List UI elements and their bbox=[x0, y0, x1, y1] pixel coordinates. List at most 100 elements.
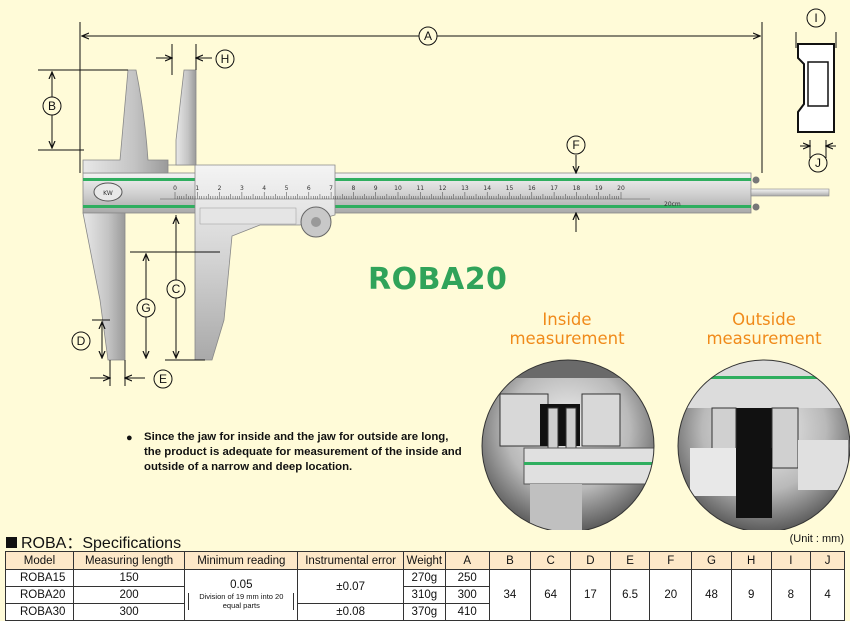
cell-i: 8 bbox=[770, 569, 812, 621]
cell-f: 20 bbox=[649, 569, 693, 621]
cell-a: 250 bbox=[444, 569, 490, 587]
scale-number: 16 bbox=[528, 185, 536, 192]
dim-label-a: A bbox=[424, 29, 432, 43]
col-header-weight: Weight bbox=[402, 551, 446, 570]
scale-number: 6 bbox=[307, 185, 311, 192]
scale-number: 14 bbox=[483, 185, 491, 192]
cell-j: 4 bbox=[810, 569, 845, 621]
col-header-min-reading: Minimum reading bbox=[184, 551, 299, 570]
cell-d: 17 bbox=[569, 569, 611, 621]
col-header-g: G bbox=[691, 551, 732, 570]
col-header-e: E bbox=[609, 551, 651, 570]
col-header-f: F bbox=[649, 551, 693, 570]
dim-label-g: G bbox=[141, 301, 150, 315]
inside-measurement-photo bbox=[481, 359, 655, 530]
spec-heading-text: ROBA：Specifications bbox=[21, 535, 182, 552]
col-header-d: D bbox=[569, 551, 611, 570]
dim-label-circle bbox=[566, 135, 586, 155]
cell-min-reading: 0.05 Division of 19 mm into 20 equal par… bbox=[184, 569, 299, 621]
scale-number: 0 bbox=[173, 185, 177, 192]
svg-text:KW: KW bbox=[103, 190, 113, 197]
col-header-error: Instrumental error bbox=[297, 551, 404, 570]
cell-weight: 370g bbox=[402, 603, 446, 621]
unit-note: (Unit : mm) bbox=[789, 533, 844, 545]
dim-label-circle bbox=[42, 96, 62, 116]
col-header-i: I bbox=[770, 551, 812, 570]
spec-table: Model Measuring length Minimum reading I… bbox=[5, 551, 845, 621]
scale-number: 15 bbox=[506, 185, 514, 192]
beam-cross-section bbox=[797, 43, 835, 133]
scale-number: 11 bbox=[416, 185, 424, 192]
dim-label-b: B bbox=[48, 99, 56, 113]
dim-label-circle bbox=[71, 331, 91, 351]
dim-label-f: F bbox=[572, 138, 579, 152]
dim-label-circle bbox=[153, 369, 173, 389]
dim-label-e: E bbox=[159, 372, 167, 386]
bullet-icon: ● bbox=[126, 432, 133, 444]
cell-model: ROBA20 bbox=[5, 586, 74, 604]
scale-number: 9 bbox=[374, 185, 378, 192]
table-header-row: Model Measuring length Minimum reading I… bbox=[5, 551, 845, 570]
square-bullet-icon bbox=[6, 537, 17, 548]
scale-number: 7 bbox=[329, 185, 333, 192]
col-header-model: Model bbox=[5, 551, 74, 570]
cell-length: 150 bbox=[72, 569, 186, 587]
scale-number: 8 bbox=[351, 185, 355, 192]
cell-b: 34 bbox=[488, 569, 532, 621]
cell-error: ±0.07 bbox=[297, 569, 404, 604]
feature-note: ● Since the jaw for inside and the jaw f… bbox=[126, 430, 466, 475]
table-row: ROBA30 300 ±0.08 370g 410 bbox=[5, 603, 845, 621]
cell-weight: 310g bbox=[402, 586, 446, 604]
dim-label-c: C bbox=[172, 282, 181, 296]
outside-measurement-label: Outside measurement bbox=[706, 310, 822, 348]
scale-number: 13 bbox=[461, 185, 469, 192]
cell-model: ROBA30 bbox=[5, 603, 74, 621]
inside-measurement-label: Inside measurement bbox=[509, 310, 625, 348]
spec-heading: ROBA：Specifications bbox=[6, 529, 181, 553]
cell-c: 64 bbox=[530, 569, 571, 621]
cell-a: 300 bbox=[444, 586, 490, 604]
dim-label-h: H bbox=[221, 52, 230, 66]
dim-label-circle bbox=[215, 49, 235, 69]
min-reading-value: 0.05 bbox=[230, 579, 253, 592]
scale-number: 17 bbox=[550, 185, 558, 192]
col-header-j: J bbox=[810, 551, 845, 570]
dim-label-d: D bbox=[77, 334, 86, 348]
dim-label-circle bbox=[808, 153, 828, 173]
cell-a: 410 bbox=[444, 603, 490, 621]
cell-g: 48 bbox=[691, 569, 732, 621]
dim-label-circle bbox=[136, 298, 156, 318]
cell-weight: 270g bbox=[402, 569, 446, 587]
cell-h: 9 bbox=[730, 569, 772, 621]
col-header-h: H bbox=[730, 551, 772, 570]
scale-number: 1 bbox=[195, 185, 199, 192]
scale-number: 18 bbox=[573, 185, 581, 192]
col-header-c: C bbox=[530, 551, 571, 570]
scale-number: 2 bbox=[218, 185, 222, 192]
col-header-b: B bbox=[488, 551, 532, 570]
dim-label-circle bbox=[166, 279, 186, 299]
cell-e: 6.5 bbox=[609, 569, 651, 621]
outside-measurement-photo bbox=[677, 359, 850, 530]
table-row: ROBA15 150 0.05 Division of 19 mm into 2… bbox=[5, 569, 845, 621]
scale-number: 10 bbox=[394, 185, 402, 192]
col-header-a: A bbox=[444, 551, 490, 570]
scale-number: 12 bbox=[439, 185, 447, 192]
model-name: ROBA20 bbox=[368, 262, 508, 297]
dimension-labels: A B C D E F G H I J bbox=[42, 8, 828, 389]
scale-number: 19 bbox=[595, 185, 603, 192]
dim-label-i: I bbox=[814, 11, 817, 25]
col-header-length: Measuring length bbox=[72, 551, 186, 570]
cell-length: 200 bbox=[72, 586, 186, 604]
feature-note-text: Since the jaw for inside and the jaw for… bbox=[144, 431, 462, 473]
dim-label-circle bbox=[806, 8, 826, 28]
table-row: ROBA20 200 310g 300 bbox=[5, 586, 845, 604]
scale-suffix: 20cm bbox=[664, 201, 681, 208]
min-reading-note: Division of 19 mm into 20 equal parts bbox=[188, 593, 295, 611]
scale-number: 20 bbox=[617, 185, 625, 192]
dim-label-j: J bbox=[815, 156, 821, 170]
scale-number: 3 bbox=[240, 185, 244, 192]
main-scale-ticks bbox=[174, 192, 622, 199]
